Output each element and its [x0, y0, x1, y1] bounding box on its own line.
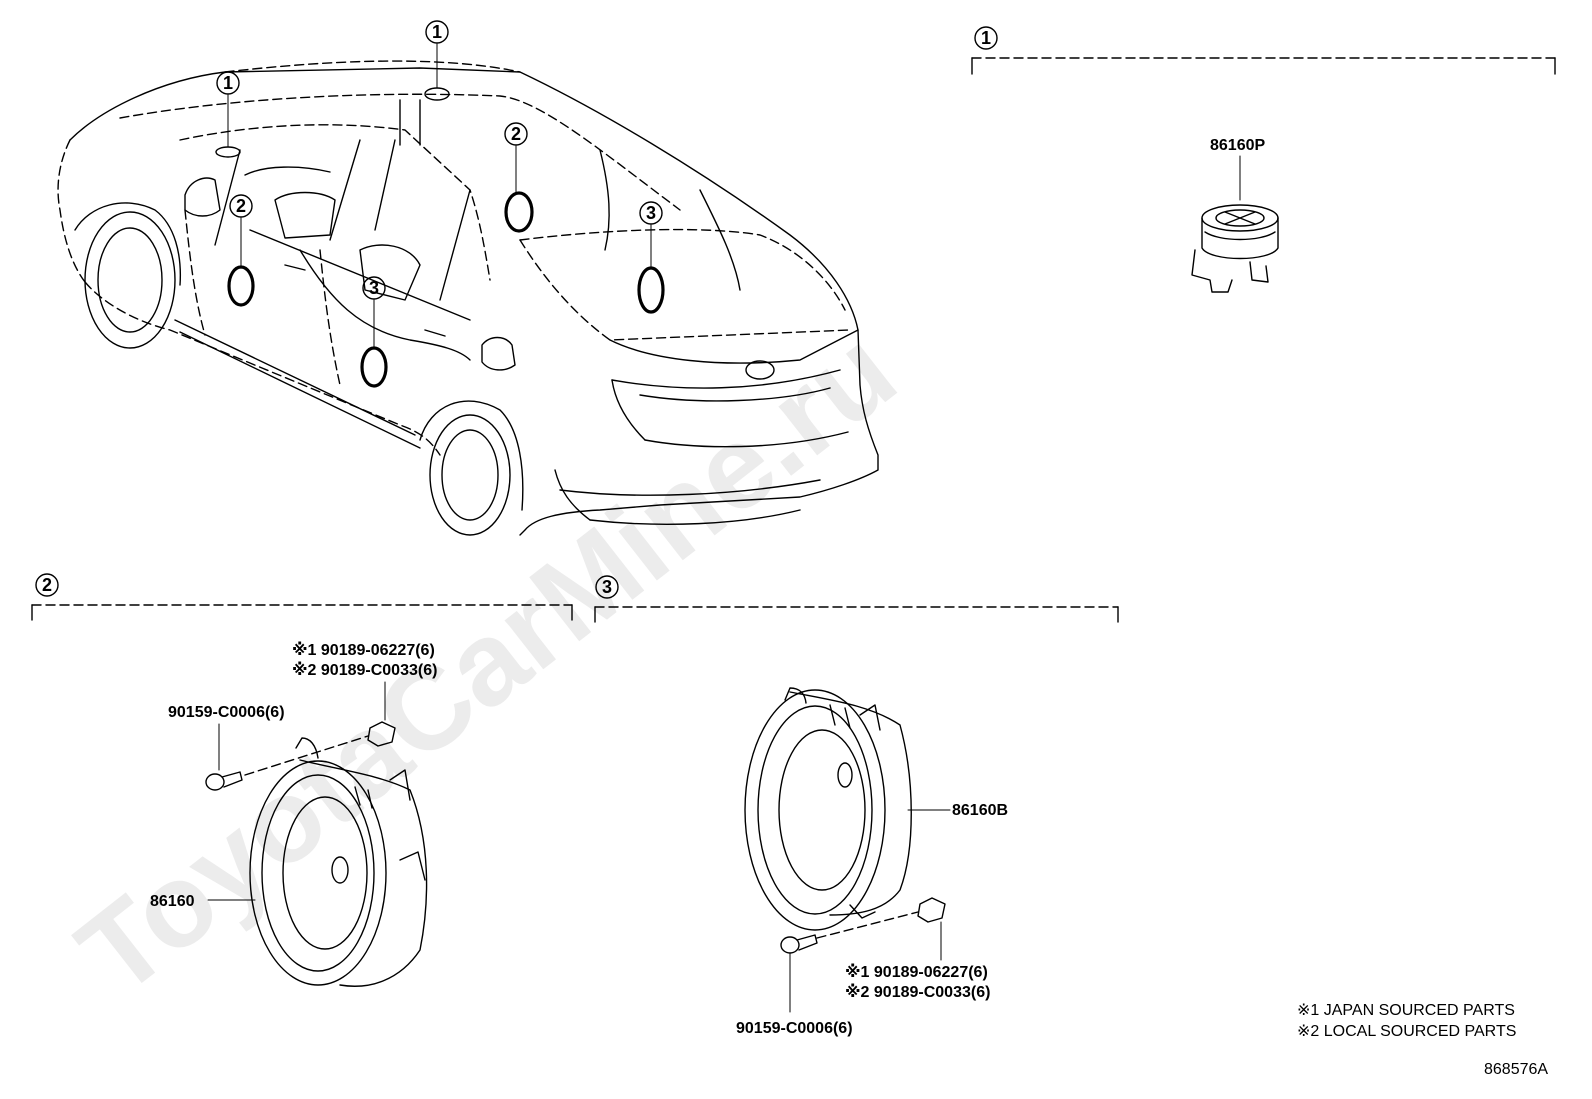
rear-speaker-location-left — [360, 346, 388, 388]
ref-marker: 2 — [511, 124, 521, 144]
part-label-86160P: 86160P — [1210, 137, 1265, 154]
legend-line-1: ※1 JAPAN SOURCED PARTS — [1297, 1002, 1515, 1019]
ref-marker: 3 — [646, 203, 656, 223]
car-ref-callouts: 1 1 2 2 3 3 — [216, 20, 663, 300]
ref-marker: 3 — [369, 278, 379, 298]
front-nut-label-1: ※1 90189-06227(6) — [292, 641, 435, 659]
rear-screw-part — [780, 934, 818, 954]
watermark-text: ToyotaCarMine.ru — [55, 304, 920, 1020]
part-label-86160B: 86160B — [952, 802, 1008, 819]
section-3-rear-speaker: 3 86160B ※1 90189-06227(6) ※2 90189-C003… — [594, 575, 1119, 1037]
rear-speaker-location-right — [637, 266, 665, 314]
rear-screw-label: 90159-C0006(6) — [736, 1020, 853, 1037]
front-speaker-part — [249, 737, 428, 987]
figure-id: 868576A — [1484, 1061, 1548, 1078]
section-marker-3: 3 — [602, 577, 612, 597]
legend-line-2: ※2 LOCAL SOURCED PARTS — [1297, 1023, 1516, 1040]
car-speaker-locations — [215, 43, 665, 388]
front-nut-label-2: ※2 90189-C0033(6) — [292, 661, 437, 679]
front-speaker-location-right — [504, 191, 534, 233]
rear-nut-label-1: ※1 90189-06227(6) — [845, 963, 988, 981]
ref-marker: 1 — [432, 22, 442, 42]
section-2-front-speaker: 2 ※1 90189-06227(6) ※2 90189-C0033(6) 90… — [31, 573, 573, 987]
ref-marker: 2 — [236, 196, 246, 216]
part-label-86160: 86160 — [150, 893, 195, 910]
car-illustration — [57, 60, 879, 536]
front-nut-part — [367, 721, 396, 747]
section-1-tweeter: 1 86160P — [971, 26, 1556, 293]
front-screw-part — [205, 771, 243, 791]
rear-nut-part — [917, 897, 946, 923]
tweeter-location-left — [215, 146, 241, 158]
legend: ※1 JAPAN SOURCED PARTS ※2 LOCAL SOURCED … — [1297, 1002, 1516, 1040]
section-marker-2: 2 — [42, 575, 52, 595]
ref-marker: 1 — [223, 73, 233, 93]
front-speaker-location-left — [227, 265, 255, 307]
tweeter-part — [1191, 204, 1279, 293]
rear-speaker-part — [744, 687, 912, 931]
front-screw-label: 90159-C0006(6) — [168, 704, 285, 721]
section-marker-1: 1 — [981, 28, 991, 48]
rear-nut-label-2: ※2 90189-C0033(6) — [845, 983, 990, 1001]
